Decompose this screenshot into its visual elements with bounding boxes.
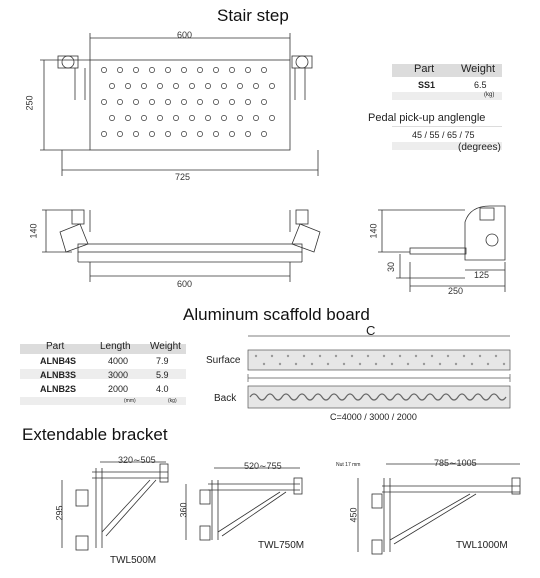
board-unit-bg [20,397,186,405]
bracket-height: 360 [178,502,189,518]
board-table-header-bg [20,344,186,354]
board-row-length: 3000 [108,370,129,380]
dim-height: 250 [24,95,35,111]
angle-values: 45 / 55 / 65 / 75 [412,130,475,140]
board-row-bg [20,369,186,379]
angle-unit: (degrees) [458,142,501,153]
board-c-values: C=4000 / 3000 / 2000 [330,412,417,422]
bracket-range: 320∼505 [118,455,156,465]
bracket-model: TWL1000M [456,540,508,551]
board-title: Aluminum scaffold board [183,305,370,324]
dim-front-width: 600 [177,279,193,289]
dim-side-125: 125 [474,270,490,280]
weight-col-weight: Weight [461,63,496,75]
angle-divider [392,126,502,127]
bracket-model: TWL750M [258,540,305,551]
angle-title: Pedal pick-up anglengle [368,112,486,124]
dim-side-30: 30 [386,261,397,273]
board-row-weight: 7.9 [156,356,169,366]
weight-unit-row [392,92,502,100]
board-row-part: ALNB3S [40,370,77,380]
weight-part: SS1 [418,80,436,90]
weight-col-part: Part [414,63,435,75]
bracket-title: Extendable bracket [22,425,168,444]
board-col-length: Length [100,341,131,352]
board-col-part: Part [46,341,65,352]
board-row-weight: 5.9 [156,370,169,380]
dim-top-width: 600 [177,30,193,40]
bracket-note: Nut 17 mm [336,462,361,468]
board-row-weight: 4.0 [156,384,169,394]
dim-front-height: 140 [28,223,39,239]
board-row-length: 4000 [108,356,129,366]
dim-side-250: 250 [448,286,464,296]
board-unit-weight: (kg) [168,398,177,404]
bracket-model: TWL500M [110,555,157,566]
stair-step-title: Stair step [217,6,289,25]
weight-unit: (kg) [484,92,495,98]
dim-overall: 725 [175,172,191,182]
board-surface-label: Surface [206,355,241,366]
board-c-label: C [366,323,376,338]
bracket-range: 520∼755 [244,461,282,471]
dim-side-height: 140 [368,223,379,239]
angle-unit-row [392,142,502,150]
bracket-height: 450 [348,507,359,523]
bracket-height: 295 [54,505,65,521]
weight-value: 6.5 [474,80,487,90]
bracket-range: 785∼1005 [434,458,477,468]
board-unit-length: (mm) [124,398,136,404]
board-back-label: Back [214,393,237,404]
board-col-weight: Weight [150,341,181,352]
board-row-length: 2000 [108,384,129,394]
board-row-part: ALNB2S [40,384,77,394]
weight-table-header [392,64,502,77]
board-row-part: ALNB4S [40,356,77,366]
